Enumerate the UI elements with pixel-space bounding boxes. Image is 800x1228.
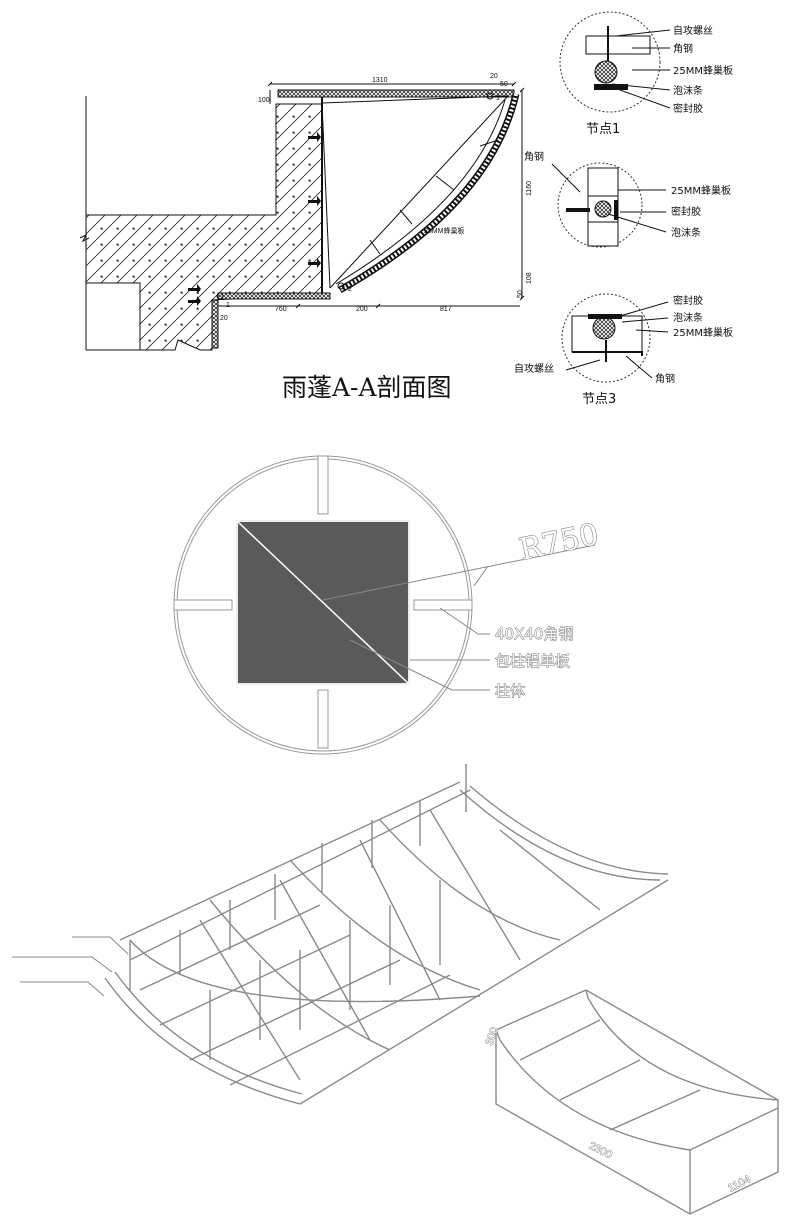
dim-top-right-b: 50 [500,81,508,88]
node2-label-sealant: 密封胶 [671,205,701,218]
section-drawing [79,81,525,351]
dim-left-thk: 100 [258,97,270,104]
dim-top-width: 1310 [372,77,388,84]
dim-bottom-b: 200 [356,306,368,313]
node1-label-screw: 自攻螺丝 [673,24,713,37]
node1-label-angle: 角钢 [673,42,693,55]
node-3-detail [561,293,669,383]
node1-label-sealant: 密封胶 [673,102,703,115]
dim-right-bottom-b: 50 [517,290,524,298]
node3-label-sealant: 密封胶 [673,294,703,307]
column-label-cladding: 包柱铝单板 [495,652,570,670]
panel-label: 25MM蜂巢板 [424,226,464,235]
node2-label-panel: 25MM蜂巢板 [671,184,731,197]
node-2-detail [551,162,667,248]
iso-frame [12,764,669,1105]
column-label-angle: 40X40角钢 [495,625,573,643]
section-dims: 1310 20 50 100 1160 108 50 760 200 817 2… [220,73,533,322]
node3-label-screw: 自攻螺丝 [514,362,554,375]
node3-label-panel: 25MM蜂巢板 [673,326,733,339]
concrete-structure [85,103,323,351]
dim-below-small: 20 [220,315,228,322]
node-mark-1: 1 [226,302,230,309]
column-plan [173,455,596,755]
node-mark-2: 2 [348,286,352,293]
dim-top-right-a: 20 [490,73,498,80]
column-label-body: 柱体 [495,682,525,700]
dim-bottom-c: 817 [440,306,452,313]
iso-segment [495,989,779,1215]
node2-label-foam: 泡沫条 [671,226,701,239]
radius-label: R750 [516,517,601,568]
node-mark-top: 1 [496,95,500,102]
node-1-detail [559,11,671,113]
dim-right-bottom-a: 108 [526,272,533,284]
iso-dim-depth: 1104 [726,1174,753,1195]
dim-bottom-a: 760 [275,306,287,313]
node3-label-angle: 角钢 [655,372,675,385]
section-title: 雨蓬A-A剖面图 [282,373,452,402]
node2-label-angle: 角钢 [524,150,544,163]
node3-title: 节点3 [582,392,616,407]
node3-label-foam: 泡沫条 [673,311,703,324]
node1-label-foam: 泡沫条 [673,84,703,97]
iso-dim-height: 300 [484,1026,502,1047]
node1-label-panel: 25MM蜂巢板 [673,64,733,77]
dim-height: 1160 [526,181,533,196]
node1-title: 节点1 [586,122,620,137]
